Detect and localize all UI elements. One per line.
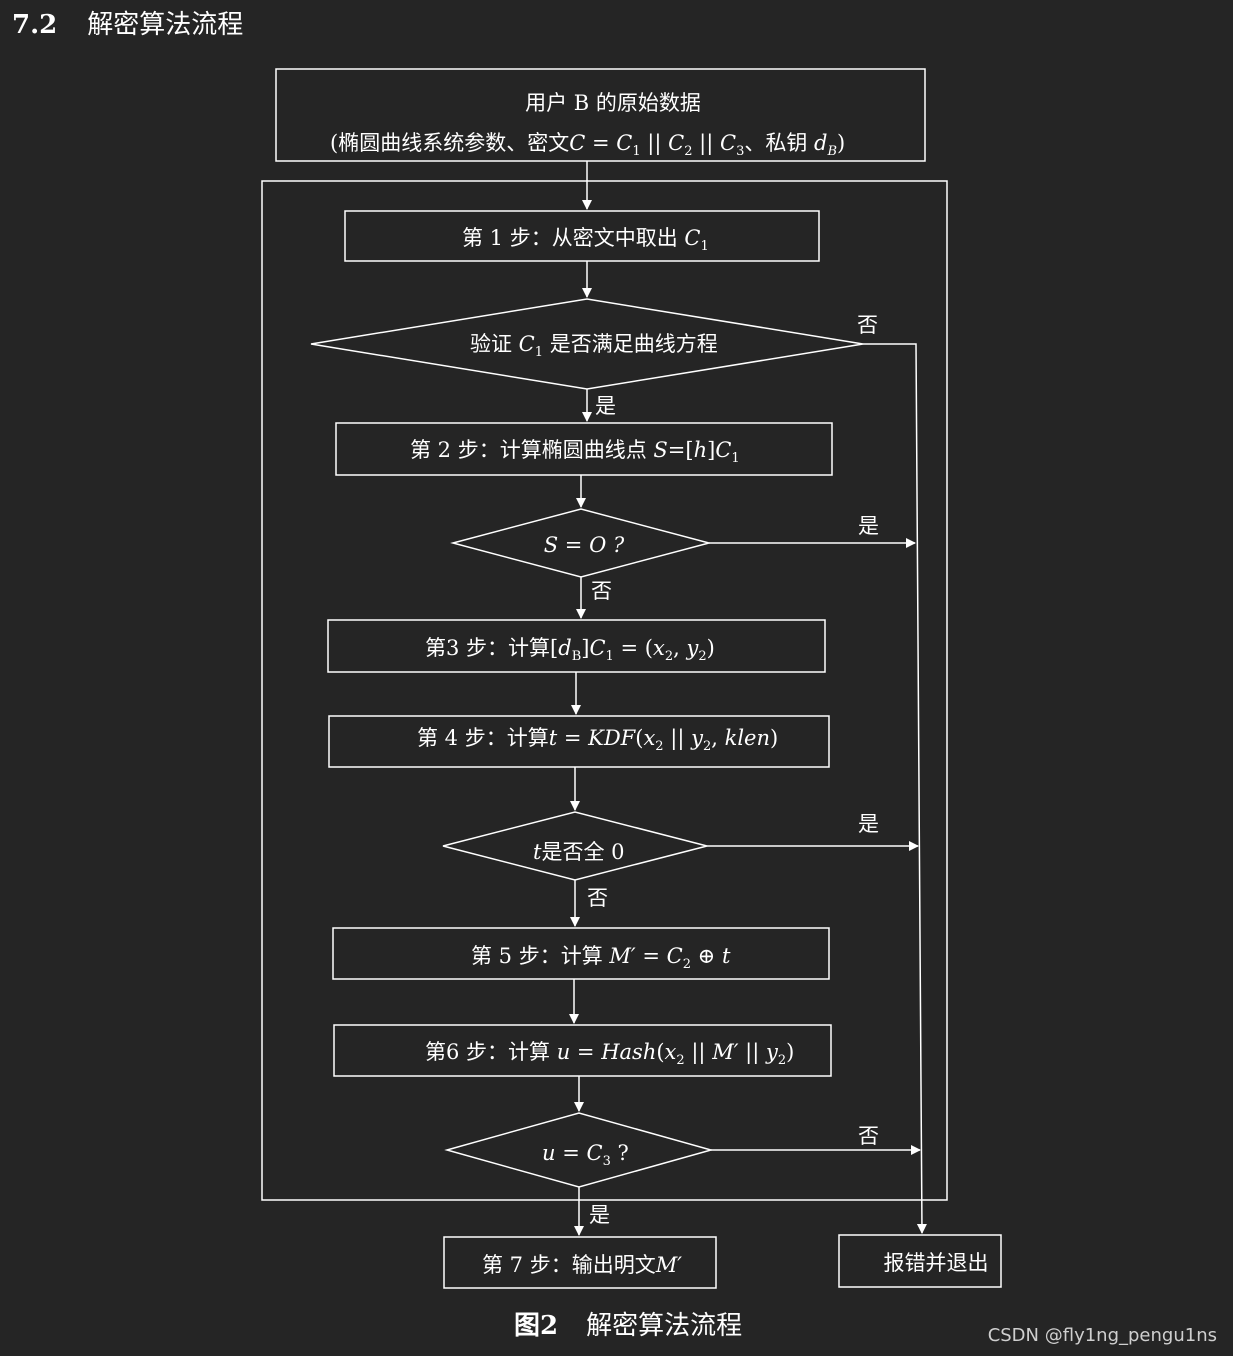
step4-text: 第 4 步：计算 xyxy=(417,726,549,750)
step5-box xyxy=(332,927,830,980)
step1-box xyxy=(344,210,820,262)
step7-label: 第 7 步：输出明文M′ xyxy=(482,1253,682,1277)
step4-box xyxy=(328,715,830,768)
step2-box xyxy=(335,422,833,476)
process-container xyxy=(261,180,948,1201)
step2-label: 第 2 步：计算椭圆曲线点 S=[h]C1 xyxy=(410,438,740,466)
check2-no-label: 否 xyxy=(591,579,612,603)
caption-title: 解密算法流程 xyxy=(586,1311,742,1341)
step1-text: 第 1 步：从密文中取出 xyxy=(462,226,678,250)
check3-yes-label: 是 xyxy=(858,812,879,836)
section-heading: 7.2 解密算法流程 xyxy=(12,4,243,41)
section-number: 7.2 xyxy=(12,10,58,40)
check2-label: S = O ? xyxy=(544,533,625,557)
step6-text: 第6 步：计算 xyxy=(425,1040,550,1064)
figure-caption: 图2 解密算法流程 xyxy=(514,1311,742,1341)
input-box xyxy=(275,68,926,162)
step4-label: 第 4 步：计算t = KDF(x2 || y2, klen) xyxy=(417,726,778,754)
step3-box xyxy=(327,619,826,673)
step5-text: 第 5 步：计算 xyxy=(471,944,603,968)
step2-text: 第 2 步：计算椭圆曲线点 xyxy=(410,438,647,462)
step6-box xyxy=(333,1024,832,1077)
arrow-check1-no xyxy=(863,343,927,1234)
watermark: CSDN @fly1ng_pengu1ns xyxy=(987,1325,1217,1346)
check3-label: t是否全 0 xyxy=(533,840,625,864)
check1-label: 验证 C1 是否满足曲线方程 xyxy=(470,332,718,360)
step3-text: 第3 步：计算 xyxy=(425,636,550,660)
check1-no-label: 否 xyxy=(857,313,878,337)
check4-label: u = C3 ? xyxy=(542,1141,629,1169)
check3-text: 是否全 0 xyxy=(541,840,624,864)
input-line2-prefix: (椭圆曲线系统参数、密文 xyxy=(330,131,569,155)
check1-yes-label: 是 xyxy=(595,394,616,418)
error-exit-label: 报错并退出 xyxy=(884,1251,989,1275)
caption-label: 图2 xyxy=(514,1311,558,1341)
step5-label: 第 5 步：计算 M′ = C2 ⊕ t xyxy=(471,944,731,972)
check1-text-a: 验证 xyxy=(470,332,512,356)
step7-box xyxy=(443,1236,717,1289)
check4-no-label: 否 xyxy=(858,1124,879,1148)
input-line1: 用户 B 的原始数据 xyxy=(525,91,701,115)
step3-label: 第3 步：计算[dB]C1 = (x2, y2) xyxy=(425,636,715,664)
check2-yes-label: 是 xyxy=(858,514,879,538)
check4-yes-label: 是 xyxy=(589,1203,610,1227)
step6-label: 第6 步：计算 u = Hash(x2 || M′ || y2) xyxy=(425,1040,794,1068)
input-line2: (椭圆曲线系统参数、密文C = C1 || C2 || C3、私钥 dB) xyxy=(330,131,845,159)
input-line2-suffix: 、私钥 xyxy=(744,131,807,155)
section-title: 解密算法流程 xyxy=(87,10,244,40)
check3-no-label: 否 xyxy=(587,886,608,910)
step1-label: 第 1 步：从密文中取出 C1 xyxy=(462,226,709,254)
check1-text-b: 是否满足曲线方程 xyxy=(550,332,718,356)
error-exit-box xyxy=(838,1234,1002,1288)
step7-text: 第 7 步：输出明文 xyxy=(482,1253,656,1277)
